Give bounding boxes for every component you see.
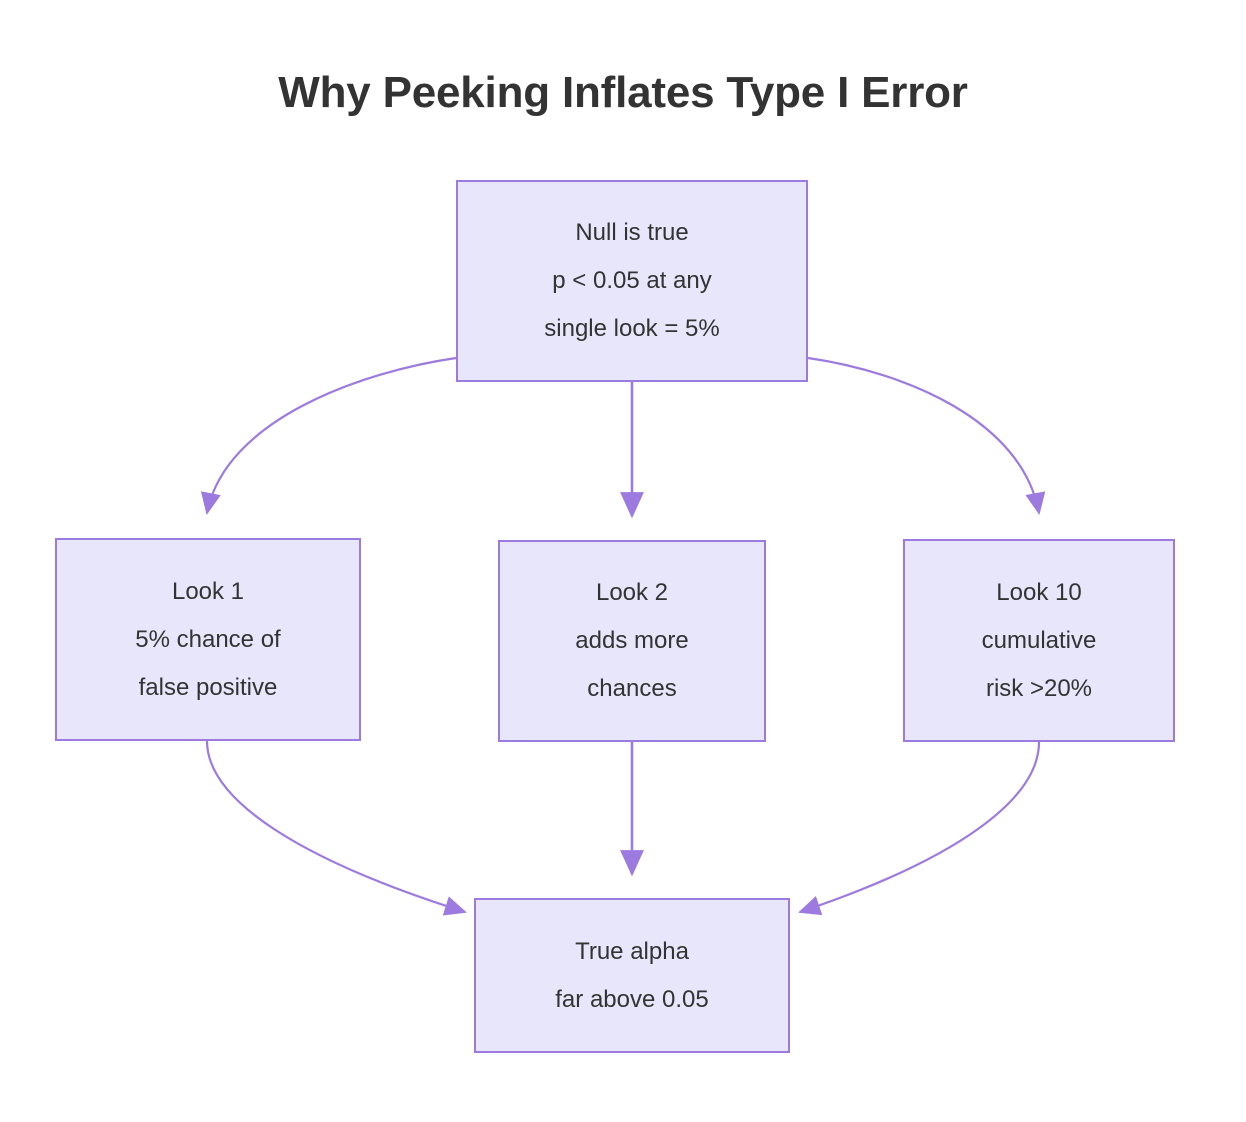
- edge-look1-to-truealpha: [205, 740, 467, 916]
- node-null-line-3: single look = 5%: [544, 315, 720, 342]
- node-look10-line-3: risk >20%: [985, 674, 1093, 702]
- node-truealpha-line-1: True alpha: [575, 937, 689, 965]
- edge-null-to-look1: [200, 356, 457, 515]
- node-look-1[interactable]: Look 1 5% chance of false positive: [55, 538, 361, 741]
- node-look1-line-2: 5% chance of: [135, 625, 281, 653]
- edge-look10-to-truealpha: [798, 741, 1041, 916]
- node-look10-line-1: Look 10: [996, 578, 1082, 606]
- node-look1-line-1: Look 1: [171, 577, 245, 605]
- node-null-line-1: Null is true: [575, 219, 689, 246]
- node-truealpha-line-2: far above 0.05: [555, 985, 709, 1013]
- edge-null-to-look10: [807, 356, 1046, 515]
- node-null-is-true[interactable]: Null is true p < 0.05 at any single look…: [456, 180, 808, 382]
- node-look10-line-2: cumulative: [981, 626, 1097, 654]
- node-look-10[interactable]: Look 10 cumulative risk >20%: [903, 539, 1175, 742]
- node-look2-line-1: Look 2: [595, 579, 669, 606]
- node-true-alpha[interactable]: True alpha far above 0.05: [474, 898, 790, 1053]
- node-look2-line-3: chances: [587, 675, 677, 702]
- node-look-2[interactable]: Look 2 adds more chances: [498, 540, 766, 742]
- node-null-line-2: p < 0.05 at any: [552, 267, 712, 294]
- node-look2-line-2: adds more: [575, 627, 689, 654]
- node-look1-line-3: false positive: [138, 673, 278, 701]
- page-title: Why Peeking Inflates Type I Error: [278, 68, 968, 117]
